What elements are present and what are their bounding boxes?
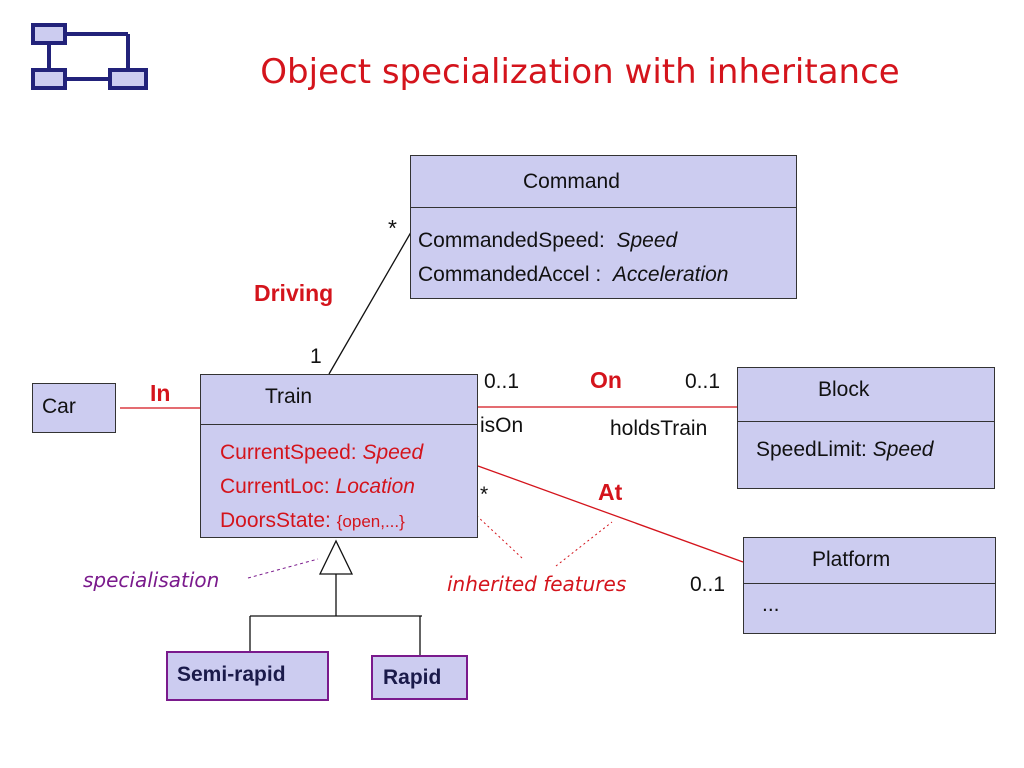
generalization-triangle [318, 539, 354, 575]
class-platform: Platform ... [743, 537, 996, 634]
class-platform-body: ... [762, 593, 780, 616]
class-train-attr: CurrentLoc: Location [220, 475, 415, 498]
class-car: Car [32, 383, 116, 433]
class-block-attr: SpeedLimit: Speed [756, 438, 934, 461]
role-on-block: holdsTrain [610, 417, 708, 440]
class-rapid: Rapid [371, 655, 468, 700]
annotation-specialisation: specialisation [83, 568, 220, 592]
class-command-attr: CommandedSpeed: Speed [418, 229, 678, 252]
class-semi-rapid-name: Semi-rapid [177, 663, 286, 686]
mult-on-train: 0..1 [484, 370, 520, 393]
at-association-line [477, 465, 744, 563]
annotation-inherited-features: inherited features [447, 572, 627, 596]
class-block: Block SpeedLimit: Speed [737, 367, 995, 489]
class-train-attr: DoorsState: {open,...} [220, 509, 405, 532]
class-train-divider [201, 424, 477, 425]
class-rapid-name: Rapid [383, 666, 442, 689]
slide-title: Object specialization with inheritance [260, 52, 900, 92]
mult-on-block: 0..1 [685, 370, 721, 393]
specialisation-pointer [247, 558, 319, 579]
class-train-name: Train [265, 385, 313, 408]
assoc-label-on: On [590, 367, 622, 393]
class-block-divider [738, 421, 994, 422]
assoc-label-at: At [598, 479, 623, 505]
driving-association-line [328, 226, 415, 375]
assoc-label-driving: Driving [254, 280, 334, 306]
mult-driving-command: * [388, 215, 397, 241]
class-command: Command CommandedSpeed: Speed CommandedA… [410, 155, 797, 299]
mult-at-platform: 0..1 [690, 573, 726, 596]
mult-driving-train: 1 [310, 345, 322, 368]
class-train-attr: CurrentSpeed: Speed [220, 441, 424, 464]
mult-at-train: * [480, 483, 489, 506]
class-train: Train CurrentSpeed: Speed CurrentLoc: Lo… [200, 374, 478, 538]
class-block-name: Block [818, 378, 870, 401]
class-semi-rapid: Semi-rapid [166, 651, 329, 701]
class-command-divider [411, 207, 796, 208]
role-on-train: isOn [480, 414, 524, 437]
inherited-pointer-right [555, 521, 613, 567]
class-command-attr: CommandedAccel : Acceleration [418, 263, 729, 286]
inherited-pointer-left [461, 501, 523, 559]
class-platform-name: Platform [812, 548, 891, 571]
logo-icon [31, 23, 148, 90]
class-platform-divider [744, 583, 995, 584]
class-command-name: Command [523, 170, 620, 193]
class-car-name: Car [42, 395, 76, 418]
assoc-label-in: In [150, 380, 171, 406]
